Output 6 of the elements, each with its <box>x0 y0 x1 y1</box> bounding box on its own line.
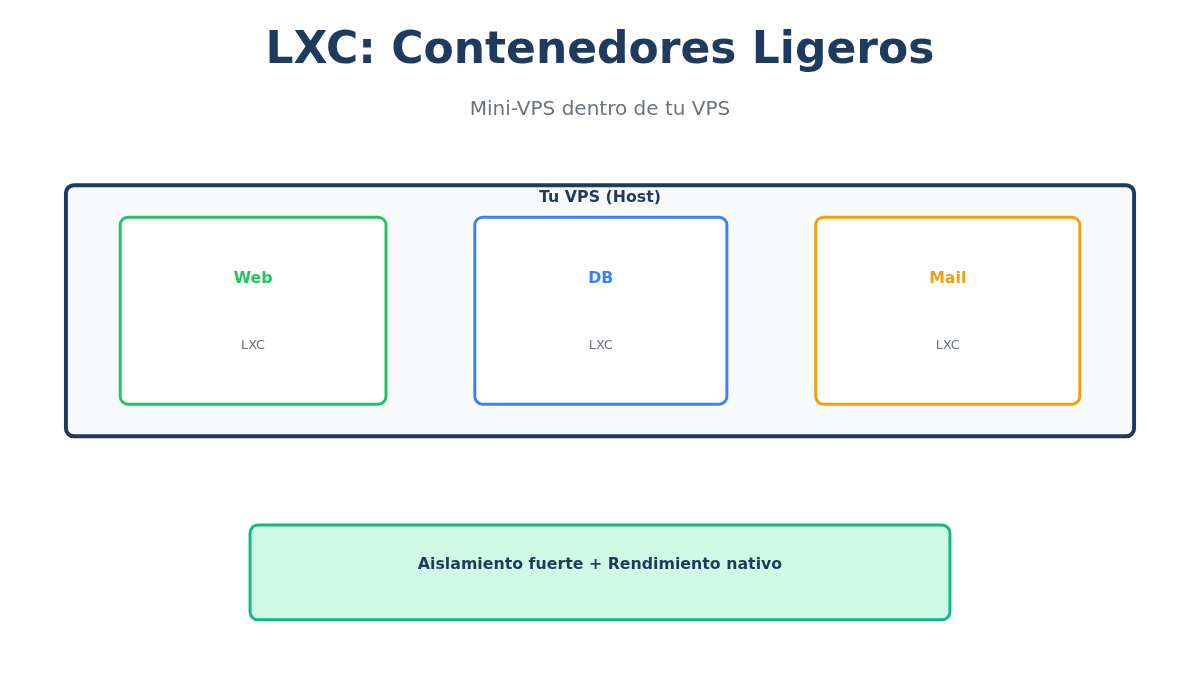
node-box: Aislamiento fuerte + Rendimiento nativo <box>248 523 952 622</box>
diagram-title: LXC: Contenedores Ligeros <box>265 22 935 73</box>
node-box: Web LXC <box>118 215 388 406</box>
node-box: Mail LXC <box>814 215 1082 406</box>
subtitle: Mini-VPS dentro de tu VPS <box>469 96 731 120</box>
node-box: DB LXC <box>473 215 729 406</box>
